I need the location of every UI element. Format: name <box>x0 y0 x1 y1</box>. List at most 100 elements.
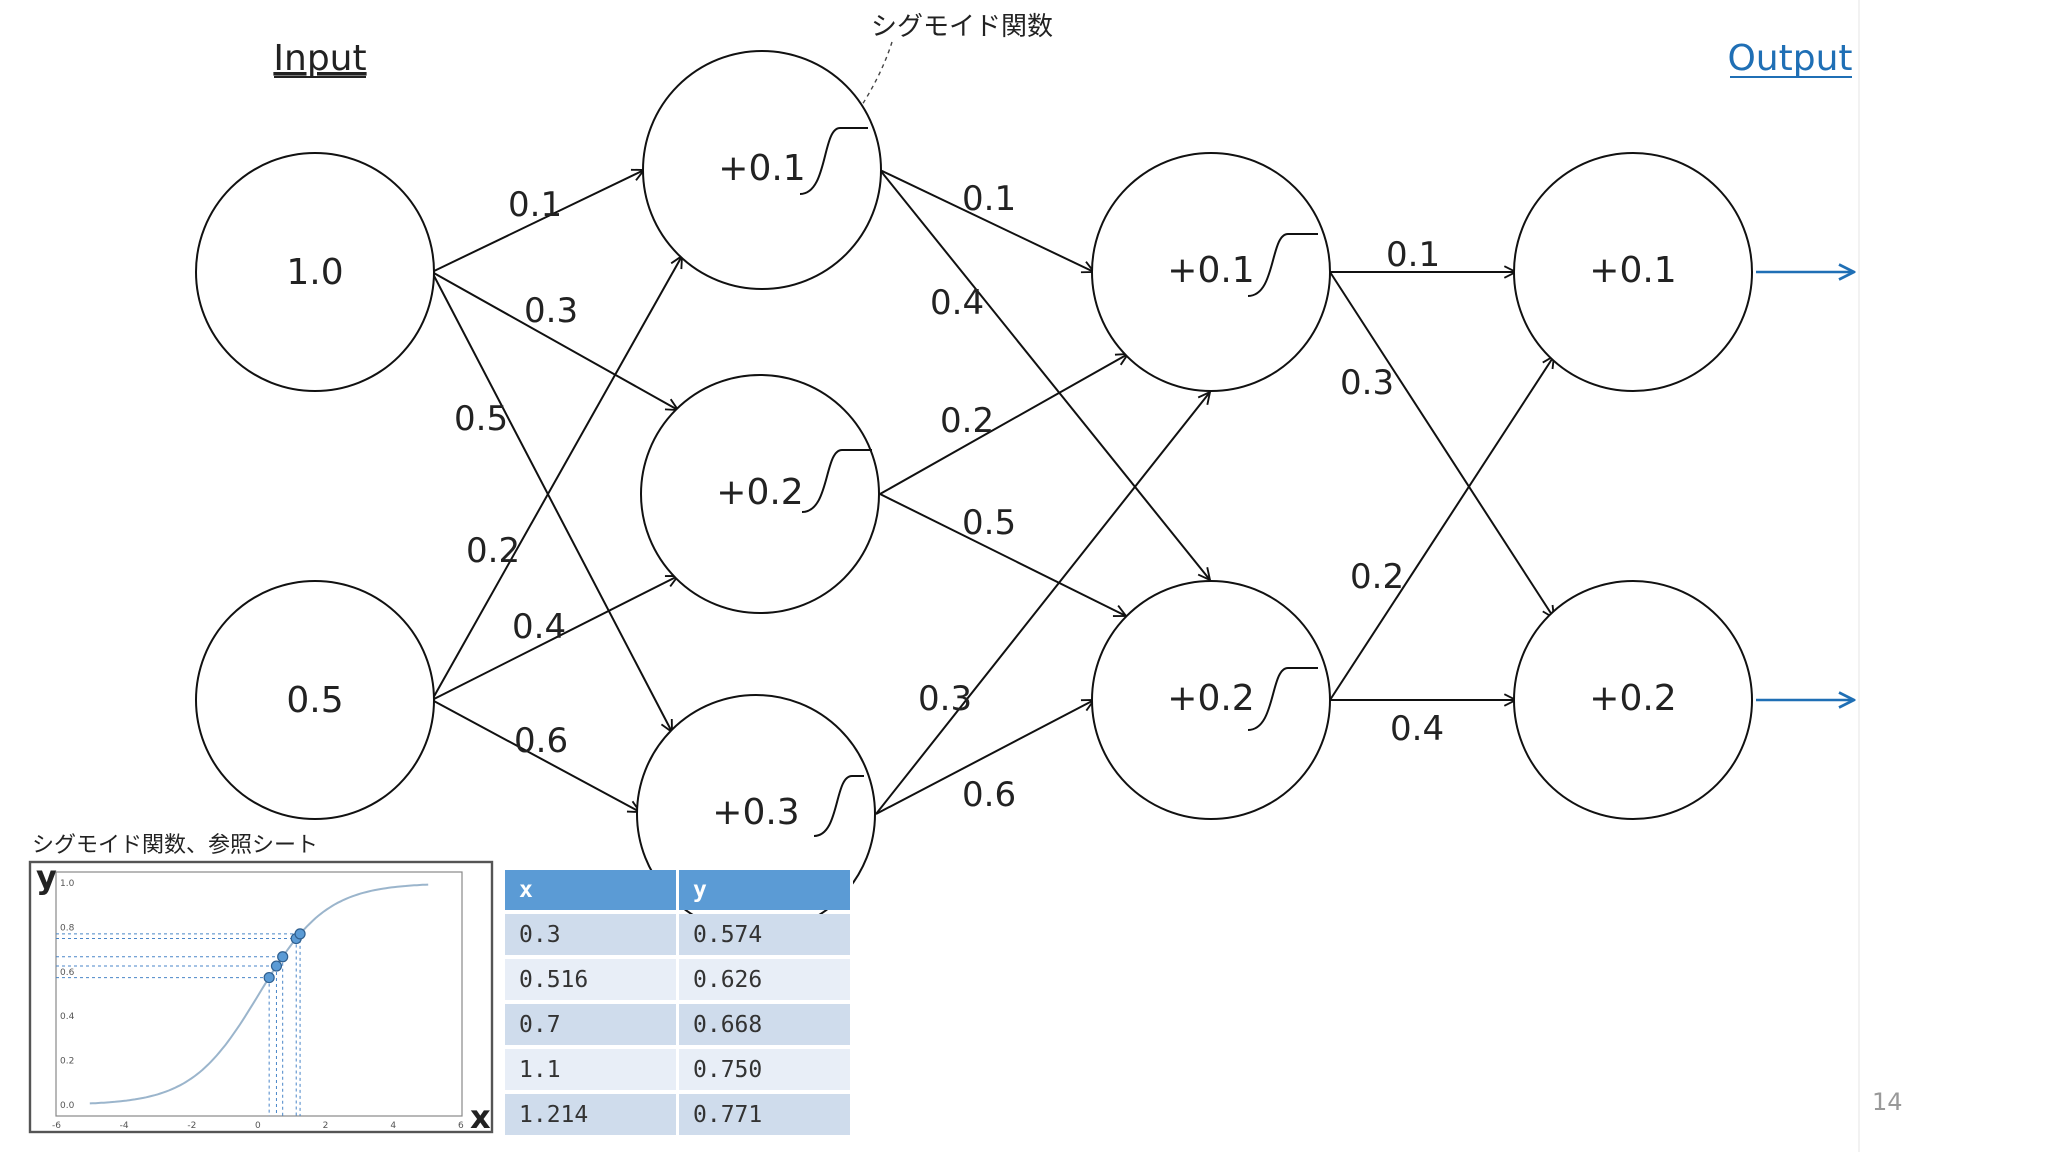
table-row: 0.516 0.626 <box>505 959 853 1000</box>
input-layer <box>195 152 435 820</box>
output-node-label: +0.2 <box>1589 678 1676 719</box>
plot-x-tick: -4 <box>120 1121 129 1131</box>
sigmoid-callout-arrow <box>852 41 893 120</box>
edge <box>879 354 1128 495</box>
plot-x-tick: -2 <box>187 1121 196 1131</box>
plot-y-tick: 0.6 <box>60 968 75 978</box>
output-node <box>1513 580 1753 820</box>
edge <box>431 699 640 812</box>
plot-x-tick: 6 <box>458 1121 464 1131</box>
hidden-node-label: +0.1 <box>718 148 805 189</box>
hidden-node-label: +0.3 <box>712 792 799 833</box>
hidden2-layer <box>1091 152 1331 820</box>
table-cell-y: 0.771 <box>679 1094 853 1135</box>
table-cell-x: 0.7 <box>505 1004 679 1045</box>
plot-y-tick: 0.8 <box>60 923 75 933</box>
input-node <box>195 580 435 820</box>
plot-x-tick: 0 <box>255 1121 261 1131</box>
edge <box>879 169 1210 580</box>
weight-label: 0.2 <box>466 531 520 571</box>
reference-title: シグモイド関数、参照シート <box>32 833 318 858</box>
weight-label: 0.3 <box>524 291 578 331</box>
input-node <box>195 152 435 392</box>
plot-points <box>263 928 306 984</box>
weight-label: 0.3 <box>918 679 972 719</box>
plot-point <box>263 971 275 984</box>
plot-frame <box>55 871 463 1117</box>
plot-x-tick: 4 <box>390 1121 396 1131</box>
table-header-x: x <box>505 870 679 910</box>
edge <box>431 170 644 273</box>
edge <box>431 256 682 701</box>
table-cell-y: 0.750 <box>679 1049 853 1090</box>
weights-hidden1-hidden2: 0.1 0.4 0.2 0.5 0.3 0.6 <box>918 179 1016 815</box>
table-row: 0.7 0.668 <box>505 1004 853 1045</box>
hidden-node-label: +0.2 <box>716 472 803 513</box>
weights-hidden2-output: 0.1 0.3 0.2 0.4 <box>1340 235 1444 749</box>
plot-x-tick: -6 <box>52 1121 61 1131</box>
table-cell-x: 1.214 <box>505 1094 679 1135</box>
plot-y-tick: 0.0 <box>60 1101 75 1111</box>
table-cell-x: 0.3 <box>505 914 679 955</box>
sigmoid-icon <box>801 449 872 513</box>
input-label: Input <box>273 38 366 79</box>
table-cell-x: 0.516 <box>505 959 679 1000</box>
table-cell-y: 0.668 <box>679 1004 853 1045</box>
sigmoid-curve <box>89 883 429 1105</box>
plot-axis-x-label: x <box>470 1098 491 1136</box>
edges-hidden1-hidden2 <box>875 169 1210 815</box>
edge <box>431 271 678 410</box>
table-row: 1.214 0.771 <box>505 1094 853 1135</box>
hidden-node <box>1091 580 1331 820</box>
weight-label: 0.2 <box>940 401 994 441</box>
weight-label: 0.5 <box>454 399 508 439</box>
weight-label: 0.4 <box>512 607 566 647</box>
plot-point <box>270 960 283 972</box>
table-cell-y: 0.626 <box>679 959 853 1000</box>
hidden-node <box>1091 152 1331 392</box>
weight-label: 0.4 <box>930 283 984 323</box>
edge <box>875 700 1094 815</box>
slide-edge <box>1858 0 1860 1152</box>
hidden-node <box>642 50 882 290</box>
plot-axis-y-label: y <box>36 858 57 896</box>
edges-input-hidden1 <box>431 170 682 812</box>
hidden-node-label: +0.1 <box>1167 250 1254 291</box>
sigmoid-glyphs <box>799 127 1318 837</box>
page-number: 14 <box>1872 1088 1903 1116</box>
weight-label: 0.1 <box>962 179 1016 219</box>
output-node-label: +0.1 <box>1589 250 1676 291</box>
edge <box>431 576 678 701</box>
weights-input-hidden1: 0.1 0.3 0.5 0.2 0.4 0.6 <box>454 185 578 761</box>
output-label: Output <box>1727 38 1852 79</box>
edge <box>879 493 1126 616</box>
edge <box>431 271 672 732</box>
table-row: 0.3 0.574 <box>505 914 853 955</box>
input-node-label: 1.0 <box>286 252 343 293</box>
edge <box>879 169 1094 272</box>
edge <box>875 392 1210 815</box>
weight-label: 0.6 <box>514 721 568 761</box>
weight-label: 0.1 <box>508 185 562 225</box>
output-layer <box>1513 152 1753 820</box>
input-node-label: 0.5 <box>286 680 343 721</box>
weight-label: 0.5 <box>962 503 1016 543</box>
weight-label: 0.4 <box>1390 709 1444 749</box>
sigmoid-callout-label: シグモイド関数 <box>871 12 1053 42</box>
table-header-row: x y <box>505 870 853 910</box>
weight-label: 0.3 <box>1340 363 1394 403</box>
weight-label: 0.6 <box>962 775 1016 815</box>
sigmoid-icon <box>813 775 864 837</box>
plot-point <box>277 951 289 963</box>
plot-point <box>294 928 306 940</box>
sigmoid-icon <box>799 127 868 195</box>
table-header-y: y <box>679 870 853 910</box>
edge <box>1329 271 1554 618</box>
plot-y-tick: 0.4 <box>60 1012 75 1022</box>
table-cell-y: 0.574 <box>679 914 853 955</box>
sigmoid-reference-plot <box>28 860 494 1134</box>
weight-label: 0.1 <box>1386 235 1440 275</box>
table-row: 1.1 0.750 <box>505 1049 853 1090</box>
